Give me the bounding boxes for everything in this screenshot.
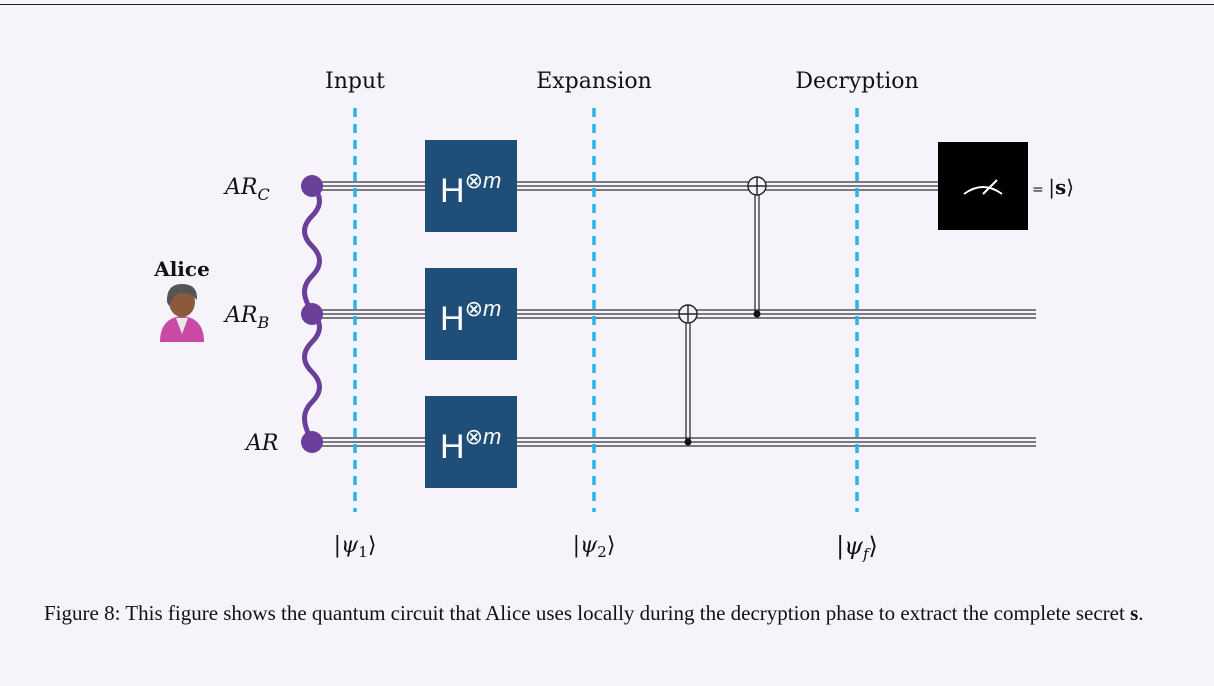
stage-label-decryption: Decryption: [795, 69, 918, 94]
entangle-node-arc: [301, 175, 323, 197]
wire-label-arb: ARB: [223, 303, 269, 332]
wire-label-ar: AR: [244, 431, 278, 456]
stage-label-input: Input: [325, 69, 385, 94]
hadamard-gate-arc: H⊗m: [425, 140, 517, 232]
top-rule: [0, 4, 1214, 5]
caption-end: .: [1138, 601, 1144, 625]
caption-secret: s: [1130, 601, 1139, 625]
measurement-box: [938, 142, 1028, 230]
state-label-psi1: |ψ1⟩: [334, 533, 377, 561]
wire-ar: [312, 437, 1036, 447]
cnot-control-ar: [684, 438, 692, 446]
state-label-psif: |ψf⟩: [836, 532, 878, 563]
stage-label-expansion: Expansion: [536, 69, 652, 94]
figure-caption: Figure 8: This figure shows the quantum …: [44, 598, 1184, 628]
hadamard-gate-ar: H⊗m: [425, 396, 517, 488]
alice-avatar-icon: [160, 284, 204, 342]
wire-arb: [312, 309, 1036, 319]
hadamard-gate-arb: H⊗m: [425, 268, 517, 360]
wire-label-arc: ARC: [223, 175, 270, 204]
meter-icon: [963, 186, 1003, 195]
party-name: Alice: [153, 257, 210, 281]
cnot-arb-to-arc: [747, 176, 767, 318]
entangle-node-arb: [301, 303, 323, 325]
cnot-control-arb: [753, 310, 761, 318]
measurement-output: = |s⟩: [1032, 175, 1074, 200]
wire-arc: [312, 181, 940, 191]
svg-text:H⊗m: H⊗m: [440, 296, 501, 338]
cnot-ar-to-arb: [678, 304, 698, 446]
entangle-node-ar: [301, 431, 323, 453]
state-label-psi2: |ψ2⟩: [573, 533, 616, 561]
svg-text:H⊗m: H⊗m: [440, 168, 501, 210]
svg-text:H⊗m: H⊗m: [440, 424, 501, 466]
caption-text: Figure 8: This figure shows the quantum …: [44, 601, 1131, 625]
quantum-circuit-diagram: Input Expansion Decryption H⊗m H⊗m H⊗m =: [153, 69, 1074, 563]
